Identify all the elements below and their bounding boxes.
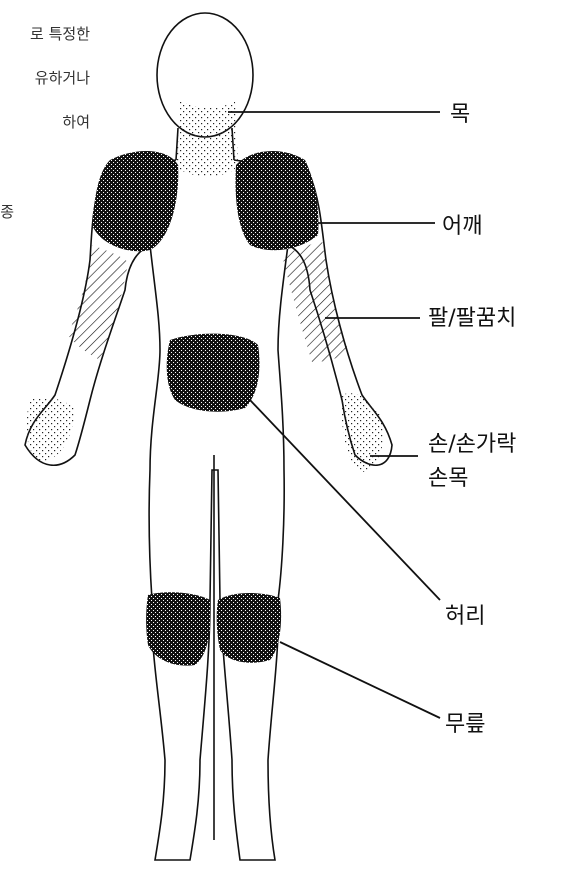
label-arm: 팔/팔꿈치 [428,300,516,332]
label-shoulder: 어깨 [442,208,482,240]
left-hand-region [26,398,75,462]
left-knee-region [146,592,210,665]
right-knee-region [217,593,281,663]
knee-leader [280,642,440,718]
right-arm-region [282,240,348,362]
label-knee: 무릎 [445,706,485,738]
label-hand: 손/손가락 [428,426,516,458]
label-neck: 목 [450,96,470,128]
left-shoulder-region [92,151,178,251]
label-waist: 허리 [445,598,485,630]
torso-arms-legs-outline [25,160,392,860]
right-hand-region [340,393,383,472]
label-wrist: 손목 [428,460,468,492]
right-shoulder-region [236,151,319,250]
waist-region [167,334,260,412]
left-arm-region [68,245,128,360]
